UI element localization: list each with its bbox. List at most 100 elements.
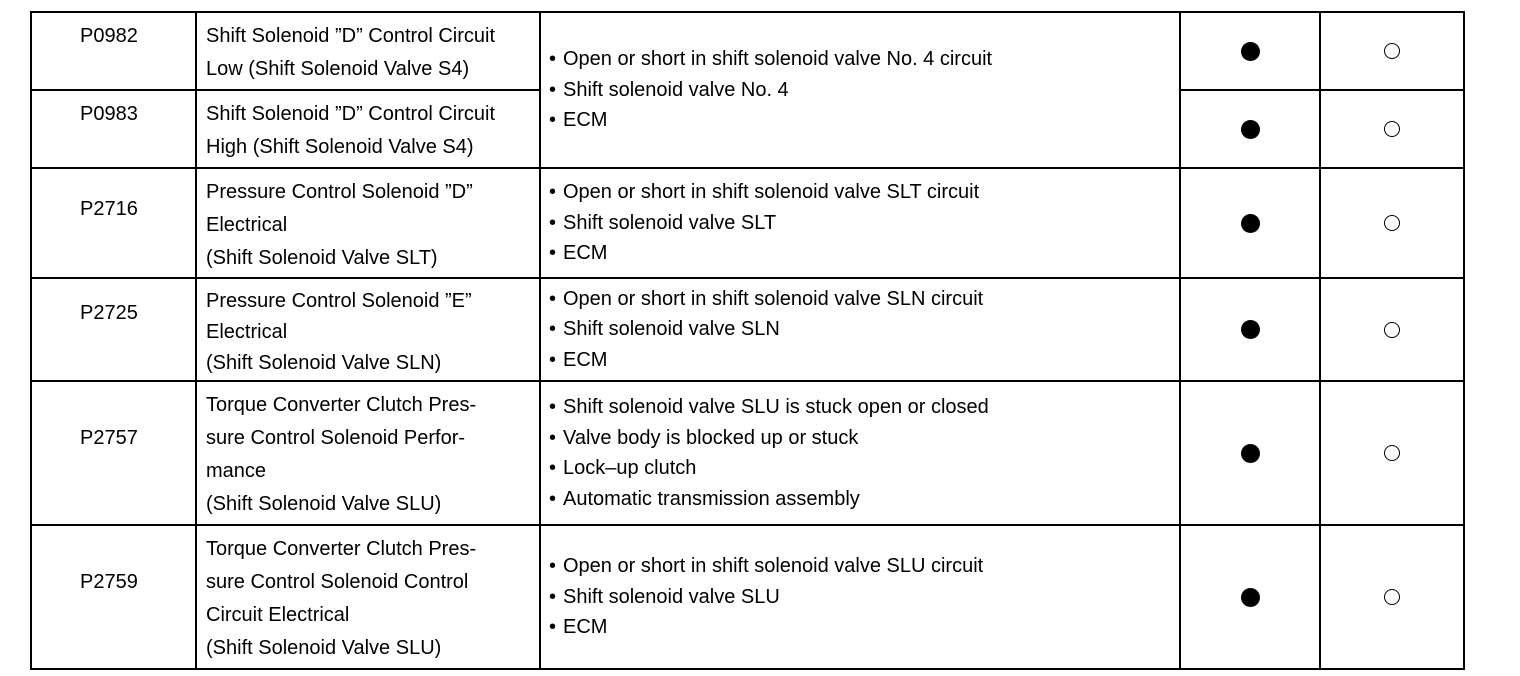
trouble-area-text: ECM <box>563 616 608 639</box>
table-row: P0982 Shift Solenoid ”D” Control Circuit… <box>30 11 1465 169</box>
description-line: Pressure Control Solenoid ”E” <box>206 290 472 312</box>
trouble-area-text: Automatic transmission assembly <box>563 487 860 510</box>
description-line: Torque Converter Clutch Pres- <box>206 394 477 416</box>
bullet: • <box>549 585 557 608</box>
hollow-circle-icon <box>1384 121 1400 138</box>
trouble-area-item: •ECM <box>549 238 1179 269</box>
table-row: P2716 Pressure Control Solenoid ”D” Elec… <box>30 167 1465 279</box>
mark-cell-1 <box>1179 277 1321 382</box>
dtc-code: P0983 <box>30 89 197 169</box>
trouble-area: • Open or short in shift solenoid valve S… <box>539 277 1181 382</box>
bullet: • <box>549 78 557 101</box>
trouble-area-item: • Automatic transmission assembly <box>549 484 1179 515</box>
mark-cell-2 <box>1319 277 1465 382</box>
description-line: Circuit Electrical <box>206 604 350 626</box>
trouble-area-item: • Shift solenoid valve SLU <box>549 582 1179 613</box>
dtc-code: P2716 <box>30 167 197 279</box>
bullet: • <box>549 348 557 371</box>
trouble-area: • Open or short in shift solenoid valve N… <box>539 11 1181 169</box>
hollow-circle-icon <box>1384 445 1400 462</box>
table-row: P0983 Shift Solenoid ”D” Control Circuit… <box>30 89 1465 169</box>
trouble-area-item: •Shift solenoid valve SLU is stuck open … <box>549 392 1179 423</box>
trouble-area-item: • Open or short in shift solenoid valve S… <box>549 177 1179 208</box>
description-line: Pressure Control Solenoid ”D” <box>206 181 473 203</box>
description-line: mance <box>206 460 267 482</box>
bullet: • <box>549 555 557 578</box>
trouble-area-text: Open or short in shift solenoid valve SL… <box>563 287 984 310</box>
dtc-description: Pressure Control Solenoid ”E” Electrical… <box>195 277 541 382</box>
bullet: • <box>549 109 557 132</box>
trouble-area-text: Shift solenoid valve SLN <box>563 318 780 341</box>
mark-cell-2 <box>1319 11 1465 91</box>
filled-circle-icon <box>1240 41 1260 61</box>
description-line: Low (Shift Solenoid Valve S4) <box>206 58 470 80</box>
bullet: • <box>549 211 557 234</box>
description-line: Torque Converter Clutch Pres- <box>206 538 477 560</box>
description-line: High (Shift Solenoid Valve S4) <box>206 136 474 158</box>
trouble-area-text: ECM <box>563 348 608 371</box>
bullet: • <box>549 181 557 204</box>
description-line: sure Control Solenoid Perfor- <box>206 427 466 449</box>
description-line: sure Control Solenoid Control <box>206 571 469 593</box>
trouble-area-item: • Shift solenoid valve No. 4 <box>549 75 1179 106</box>
trouble-area: • Shift solenoid valve SLU is stuck open … <box>539 380 1181 526</box>
bullet: • <box>549 318 557 341</box>
hollow-circle-icon <box>1384 43 1400 60</box>
bullet: • <box>549 487 557 510</box>
trouble-area-item: • Open or short in shift solenoid valve N… <box>549 44 1179 75</box>
trouble-area-text: Shift solenoid valve No. 4 <box>563 78 789 101</box>
dtc-code: P2725 <box>30 277 197 382</box>
trouble-area-text: ECM <box>563 109 608 132</box>
trouble-area-text: Shift solenoid valve SLU is stuck open o… <box>563 396 989 418</box>
description-line: Electrical <box>206 321 288 343</box>
bullet: • <box>549 48 557 71</box>
trouble-area-item: • Shift solenoid valve SLN <box>549 314 1179 345</box>
mark-cell-2 <box>1319 167 1465 279</box>
description-line: (Shift Solenoid Valve SLU) <box>206 493 442 515</box>
mark-cell-1 <box>1179 11 1321 91</box>
bullet: • <box>549 616 557 639</box>
bullet: • <box>549 287 557 310</box>
dtc-code: P2757 <box>30 380 197 526</box>
bullet: • <box>549 457 557 479</box>
mark-cell-2 <box>1319 524 1465 670</box>
description-line: (Shift Solenoid Valve SLU) <box>206 637 442 659</box>
mark-cell-1 <box>1179 89 1321 169</box>
trouble-area-item: • Lock–up clutch <box>549 453 1179 484</box>
bullet: • <box>549 242 557 265</box>
description-line: (Shift Solenoid Valve SLN) <box>206 352 442 374</box>
bullet: • <box>549 426 557 449</box>
trouble-area-text: Shift solenoid valve SLU <box>563 585 780 608</box>
filled-circle-icon <box>1240 443 1260 463</box>
trouble-area-text: Lock–up clutch <box>563 457 697 479</box>
mark-cell-1 <box>1179 167 1321 279</box>
trouble-area: • Open or short in shift solenoid valve S… <box>539 524 1181 670</box>
trouble-area-text: Open or short in shift solenoid valve No… <box>563 48 993 71</box>
mark-cell-2 <box>1319 89 1465 169</box>
dtc-code: P0982 <box>30 11 197 91</box>
description-line: (Shift Solenoid Valve SLT) <box>206 247 438 269</box>
filled-circle-icon <box>1240 119 1260 139</box>
trouble-area-text: Open or short in shift solenoid valve SL… <box>563 181 980 204</box>
trouble-area-text: Shift solenoid valve SLT <box>563 211 777 234</box>
dtc-description: Torque Converter Clutch Pres- sure Contr… <box>195 380 541 526</box>
description-line: Shift Solenoid ”D” Control Circuit <box>206 103 495 125</box>
trouble-area-item: • Shift solenoid valve SLT <box>549 208 1179 239</box>
trouble-area-item: • Open or short in shift solenoid valve S… <box>549 551 1179 582</box>
trouble-area-text: Open or short in shift solenoid valve SL… <box>563 555 984 578</box>
table-row: P2759 Torque Converter Clutch Pres- sure… <box>30 524 1465 670</box>
table-row: P2757 Torque Converter Clutch Pres- sure… <box>30 380 1465 526</box>
mark-cell-2 <box>1319 380 1465 526</box>
table-row: P2725 Pressure Control Solenoid ”E” Elec… <box>30 277 1465 382</box>
mark-cell-1 <box>1179 380 1321 526</box>
dtc-description: Torque Converter Clutch Pres- sure Contr… <box>195 524 541 670</box>
hollow-circle-icon <box>1384 215 1400 232</box>
filled-circle-icon <box>1240 587 1260 607</box>
hollow-circle-icon <box>1384 589 1400 606</box>
trouble-area-item: • ECM <box>549 612 1179 643</box>
dtc-table: P0982 Shift Solenoid ”D” Control Circuit… <box>30 11 1465 670</box>
trouble-area-item: • Open or short in shift solenoid valve S… <box>549 284 1179 315</box>
description-line: Electrical <box>206 214 288 236</box>
dtc-code: P2759 <box>30 524 197 670</box>
trouble-area-item: • ECM <box>549 345 1179 376</box>
